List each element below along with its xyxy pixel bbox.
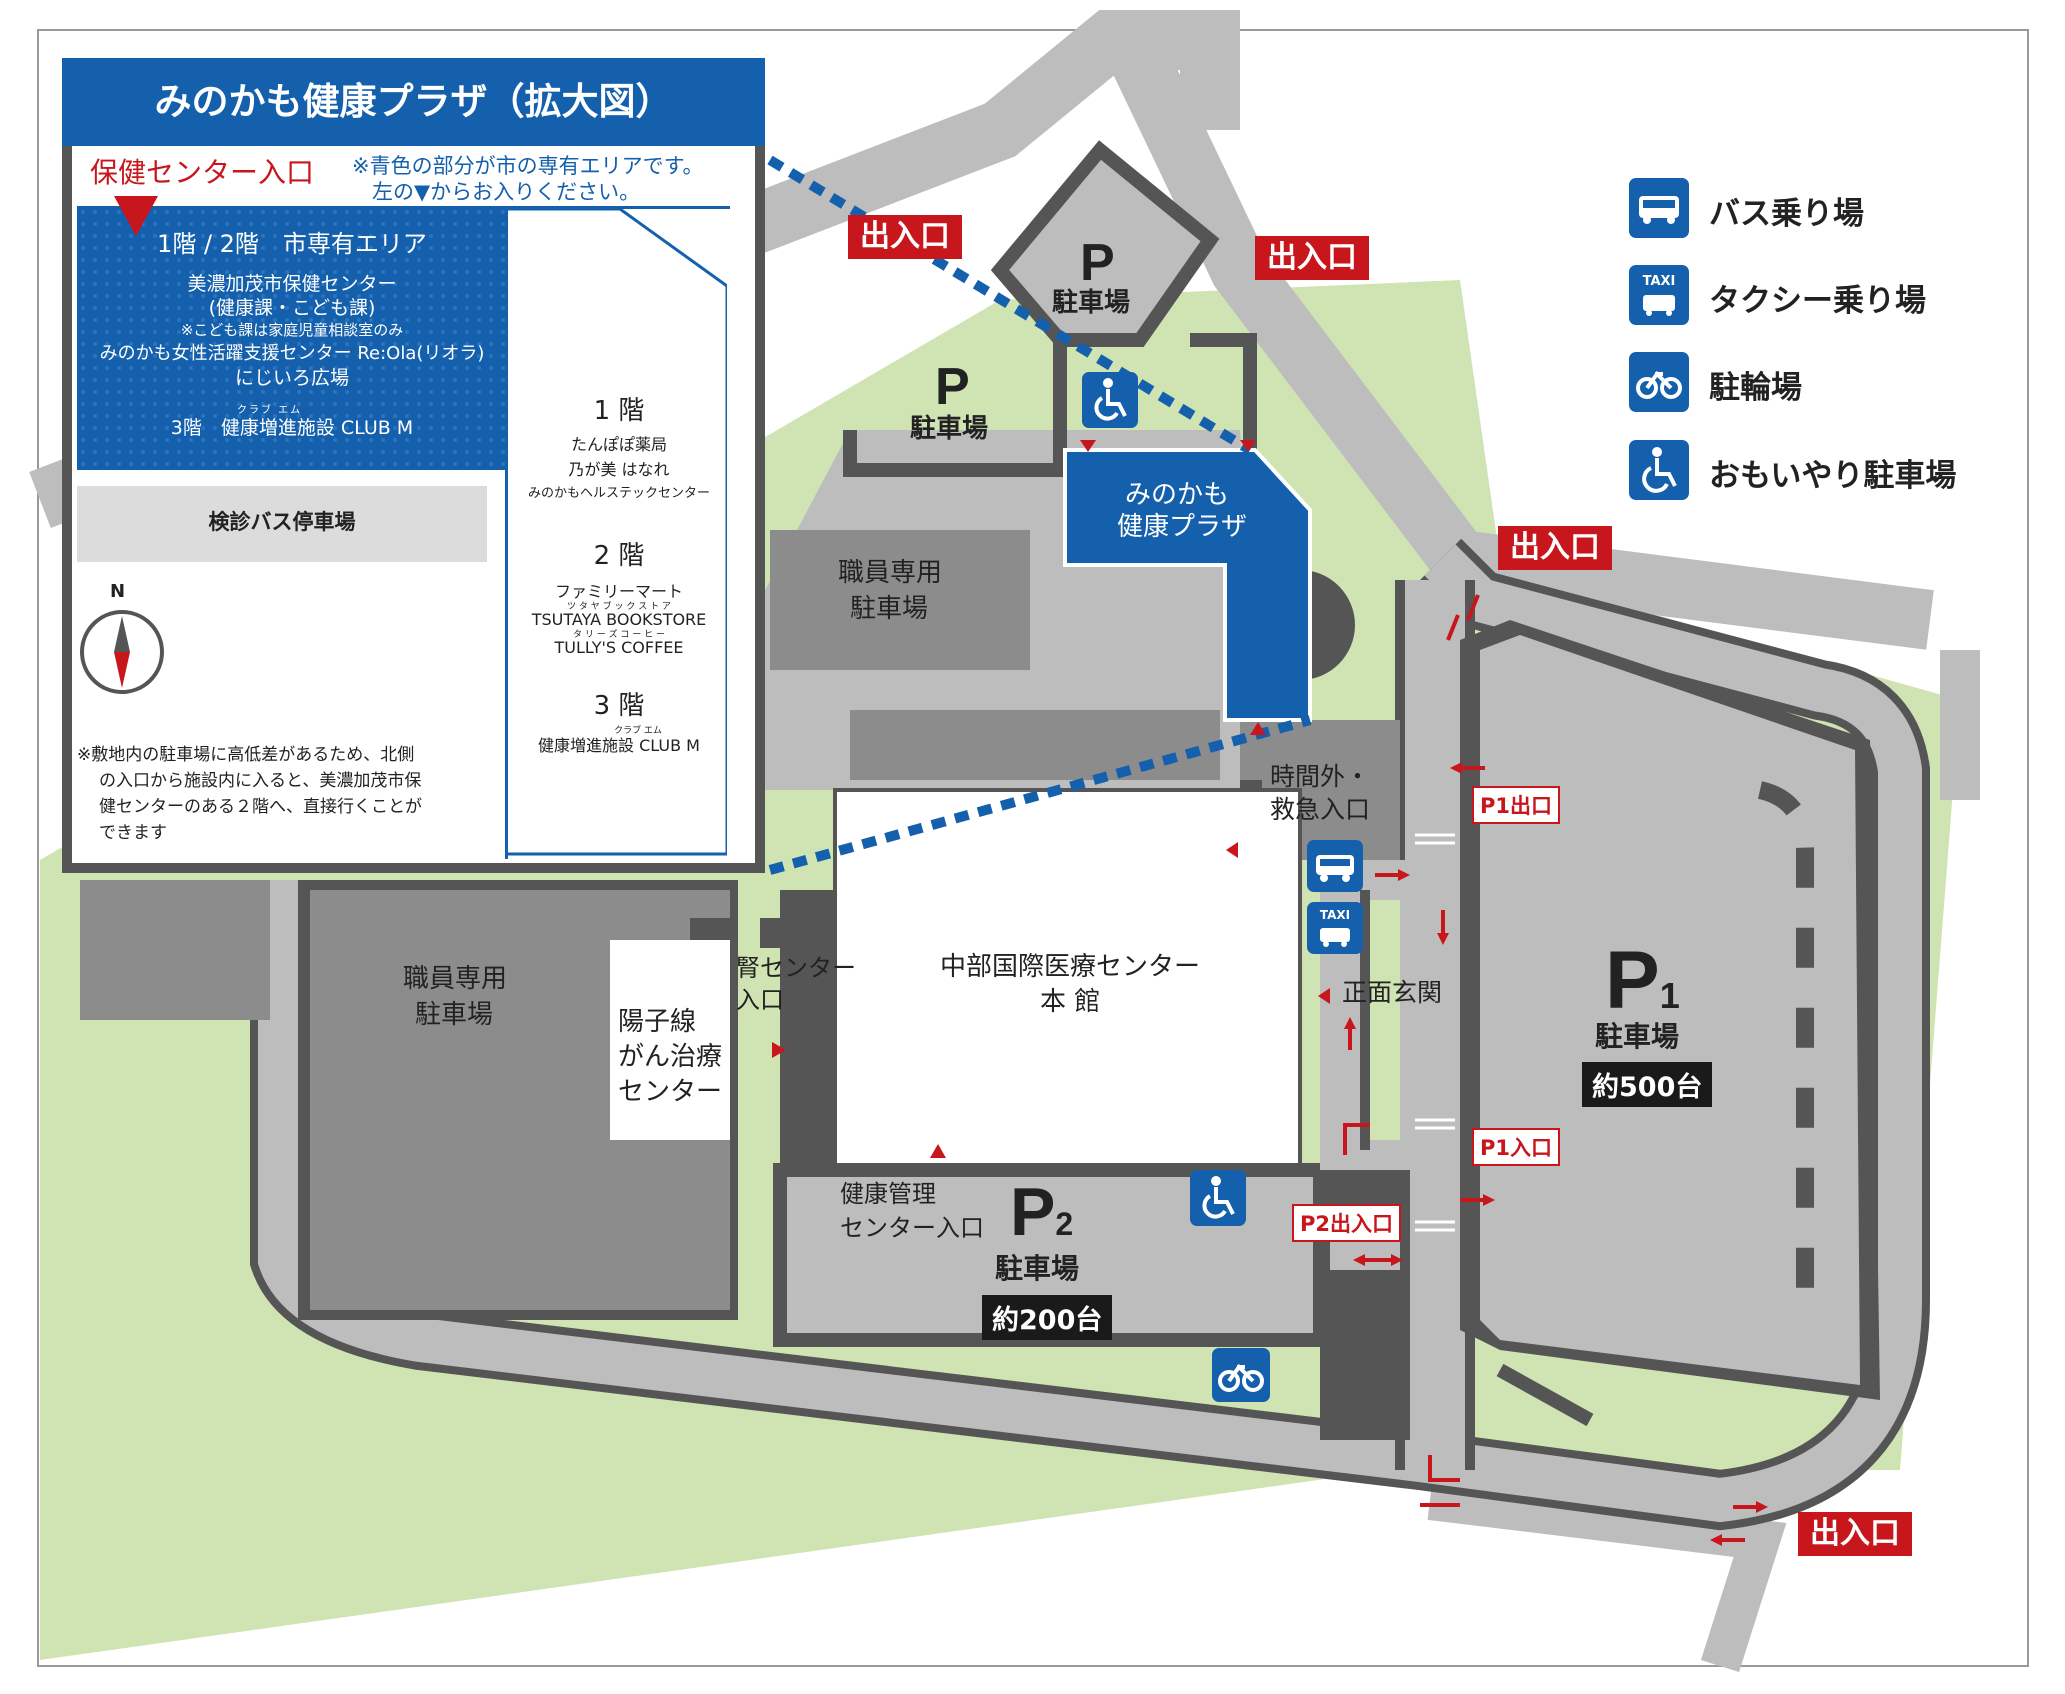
p1-label: 駐車場 — [1595, 1020, 1680, 1053]
wheelchair-icon — [1190, 1170, 1246, 1226]
wheelchair-icon — [1629, 440, 1689, 500]
footnote-line-3: 健センターのある２階へ、直接行くことが — [99, 797, 422, 817]
p2-letter: P2 — [1010, 1178, 1073, 1246]
floor-2-title: 2 階 — [593, 541, 645, 571]
floor-3-title: 3 階 — [593, 691, 645, 721]
exclusive-line-2: (健康課・こども課) — [208, 297, 376, 319]
health-mgmt-entrance-2: センター入口 — [840, 1214, 984, 1242]
entrance-exit-north-2: 出入口 — [1255, 236, 1369, 280]
svg-text:TAXI: TAXI — [1643, 274, 1676, 289]
footnote-line-1: ※敷地内の駐車場に高低差があるため、北側 — [77, 745, 415, 765]
legend-bus-label: バス乗り場 — [1709, 196, 1864, 232]
exclusive-line-5: にじいろ広場 — [234, 367, 349, 389]
parking-north-upper-label: 駐車場 — [1052, 288, 1131, 318]
health-mgmt-entrance-1: 健康管理 — [840, 1180, 936, 1208]
inset-title: みのかも健康プラザ（拡大図） — [62, 58, 765, 146]
floor-1-item-3: みのかもヘルステックセンター — [527, 486, 710, 501]
p1-entrance-tag: P1入口 — [1472, 1128, 1561, 1166]
floor-2-item-3: TULLY'S COFFEE — [554, 638, 684, 657]
entrance-exit-south: 出入口 — [1798, 1512, 1912, 1556]
bus-icon — [1307, 840, 1363, 892]
taxi-text: TAXI — [1320, 908, 1350, 922]
checkup-bus-parking: 検診バス停車場 — [77, 486, 487, 562]
plaza-label-2: 健康プラザ — [1117, 512, 1248, 542]
city-exclusive-area: 1階 / 2階 市専有エリア 美濃加茂市保健センター (健康課・こども課) ※こ… — [77, 206, 507, 470]
floor-2-ruby-tullys: タ リ ー ズ コ ー ヒ ー — [572, 630, 666, 640]
inset-body: 保健センター入口 ※青色の部分が市の専有エリアです。 左の▼からお入りください。… — [62, 146, 765, 873]
inset-note-1: ※青色の部分が市の専有エリアです。 — [352, 154, 704, 178]
floors-panel: 1 階 たんぽぽ薬局 乃が美 はなれ みのかもヘルステックセンター 2 階 ファ… — [505, 206, 730, 859]
main-hospital-1: 中部国際医療センター — [940, 952, 1201, 982]
proton-center-3: センター — [618, 1077, 723, 1107]
p1-exit-tag: P1出口 — [1472, 786, 1561, 824]
floor-2-item-1: ファミリーマート — [554, 582, 683, 601]
p2-gate-tag: P2出入口 — [1292, 1204, 1402, 1242]
after-hours-entrance-2: 救急入口 — [1270, 795, 1371, 824]
floor-3-item-1: 健康増進施設 CLUB M — [538, 736, 700, 755]
p2-capacity: 約200台 — [982, 1295, 1113, 1340]
floor-1-item-2: 乃が美 はなれ — [568, 460, 670, 479]
bicycle-icon — [1212, 1348, 1270, 1402]
exclusive-line-6-text: 3階 健康増進施設 CLUB M — [170, 417, 414, 439]
legend-bicycle-label: 駐輪場 — [1709, 370, 1802, 406]
taxi-icon: TAXI — [1307, 902, 1363, 954]
bicycle-icon — [1629, 352, 1689, 412]
staff-parking-north-1: 職員専用 — [838, 558, 943, 588]
p1-capacity: 約500台 — [1582, 1062, 1713, 1107]
floor-1-item-1: たんぽぽ薬局 — [570, 435, 667, 454]
p2-letter-p: P — [1010, 1174, 1056, 1250]
bus-icon — [1629, 178, 1689, 238]
p2-letter-sub: 2 — [1055, 1206, 1074, 1242]
staff-parking-west-2: 駐車場 — [415, 1000, 494, 1030]
main-hospital-2: 本 館 — [1040, 987, 1101, 1017]
staff-parking-north-2: 駐車場 — [850, 594, 929, 624]
kidney-center-entrance-1: 腎センター — [736, 954, 856, 982]
plaza-label-1: みのかも — [1125, 480, 1230, 510]
exclusive-line-3: ※こども課は家庭児童相談室のみ — [180, 321, 404, 339]
parking-north-lower-label: 駐車場 — [910, 414, 989, 444]
proton-center-1: 陽子線 — [618, 1007, 697, 1037]
club-m-ruby: クラブ エム — [237, 405, 303, 416]
inset-panel: みのかも健康プラザ（拡大図） 保健センター入口 ※青色の部分が市の専有エリアです… — [62, 58, 765, 881]
wheelchair-icon — [1082, 372, 1138, 428]
footnote-line-2: の入口から施設内に入ると、美濃加茂市保 — [99, 771, 422, 791]
health-center-entrance-label: 保健センター入口 — [90, 156, 315, 189]
kidney-center-entrance-2: 入口 — [736, 986, 784, 1014]
parking-north-upper-p: P — [1080, 234, 1115, 292]
entrance-marker-icon — [114, 196, 158, 236]
entrance-exit-north-1: 出入口 — [848, 215, 962, 259]
exclusive-line-1: 美濃加茂市保健センター — [187, 273, 397, 295]
floor-3-ruby-club: クラブ エム — [614, 726, 662, 736]
floor-2-ruby-tsutaya: ツ タ ヤ ブ ッ ク ス ト ア — [567, 602, 671, 612]
checkup-bus-parking-label: 検診バス停車場 — [208, 510, 356, 534]
legend-taxi-label: タクシー乗り場 — [1709, 283, 1926, 319]
exclusive-line-6: クラブ エム 3階 健康増進施設 CLUB M — [77, 405, 507, 442]
parking-north-lower-p: P — [935, 358, 970, 416]
main-entrance-label: 正面玄関 — [1342, 978, 1443, 1007]
exclusive-line-4: みのかも女性活躍支援センター Re:Ola(リオラ) — [99, 343, 485, 364]
compass-icon — [80, 610, 164, 694]
p1-letter-sub: 1 — [1659, 975, 1680, 1016]
footnote-line-4: できます — [99, 823, 167, 843]
compass-north-label: N — [110, 581, 126, 602]
after-hours-entrance-1: 時間外・ — [1270, 762, 1371, 791]
proton-center-2: がん治療 — [618, 1042, 723, 1072]
entrance-exit-east: 出入口 — [1498, 526, 1612, 570]
floor-1-title: 1 階 — [593, 396, 645, 426]
legend-wheelchair-label: おもいやり駐車場 — [1709, 458, 1957, 494]
staff-parking-west-1: 職員専用 — [403, 964, 508, 994]
floor-2-item-2: TSUTAYA BOOKSTORE — [531, 610, 707, 629]
p2-label: 駐車場 — [995, 1252, 1080, 1285]
club-m-ruby-wrap: クラブ エム 3階 健康増進施設 CLUB M — [77, 405, 507, 442]
inset-note-2: 左の▼からお入りください。 — [372, 180, 641, 204]
exclusive-area-heading: 1階 / 2階 市専有エリア — [157, 230, 427, 258]
p1-letter: P1 — [1605, 940, 1680, 1022]
p1-letter-p: P — [1605, 935, 1660, 1026]
taxi-icon: TAXI — [1629, 265, 1689, 325]
